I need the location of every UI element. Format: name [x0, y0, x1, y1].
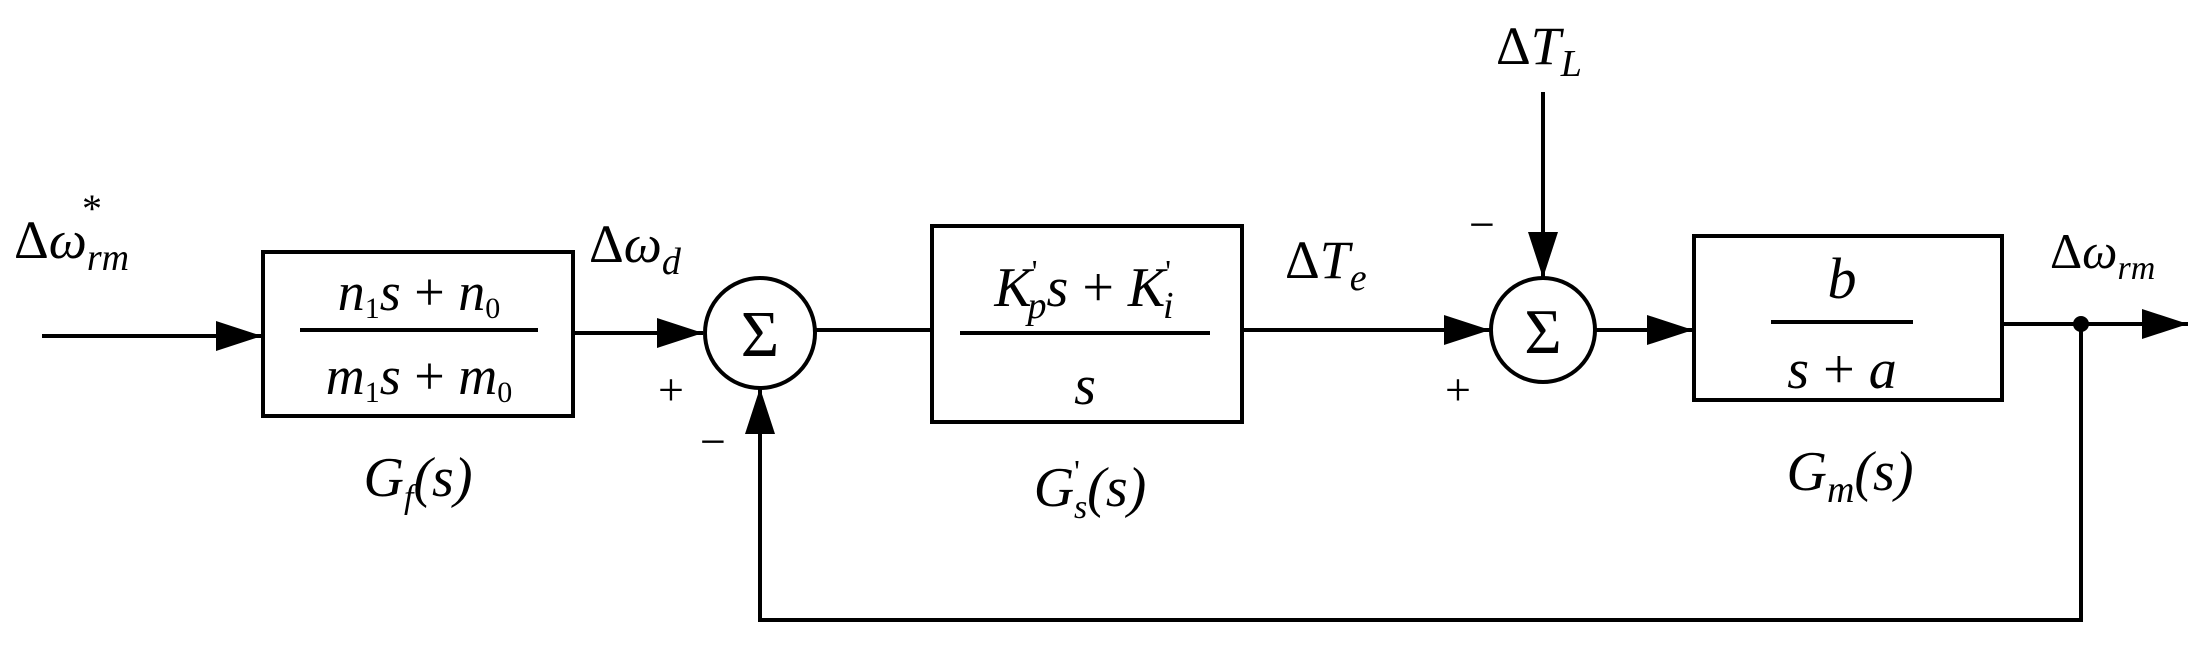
controller-denominator: s: [1074, 355, 1096, 417]
reference-speed-label: Δωrm: [14, 210, 129, 279]
controller-block: [930, 224, 1244, 424]
filtered-speed-label: Δωd: [589, 214, 682, 283]
summer-1-symbol: Σ: [741, 298, 779, 371]
prefilter-label: Gf(s): [364, 447, 473, 516]
controller-numerator: K'ps + K'i: [993, 253, 1173, 327]
pickoff-node: [2073, 316, 2089, 332]
motor-block: [1692, 234, 2004, 402]
reference-speed-superscript: *: [82, 186, 102, 231]
summer-2-minus-sign: −: [1469, 199, 1495, 250]
motor-label: Gm(s): [1787, 441, 1914, 511]
load-torque-label: ΔTL: [1496, 16, 1582, 85]
prefilter-denominator: m1s + m0: [326, 346, 512, 409]
feedback-path: [745, 324, 2083, 622]
summer-2-symbol: Σ: [1524, 296, 1561, 367]
motor-denominator: s + a: [1787, 339, 1896, 401]
motor-numerator: b: [1828, 246, 1857, 311]
controller-label: G's(s): [1034, 453, 1147, 526]
summer-1-minus-sign: −: [700, 416, 726, 467]
electromagnetic-torque-label: ΔTe: [1285, 230, 1367, 299]
summer-1-plus-sign: +: [658, 364, 684, 415]
output-speed-label: Δωrm: [2050, 223, 2155, 287]
summer-2-plus-sign: +: [1445, 364, 1471, 415]
prefilter-numerator: n1s + n0: [338, 262, 500, 325]
